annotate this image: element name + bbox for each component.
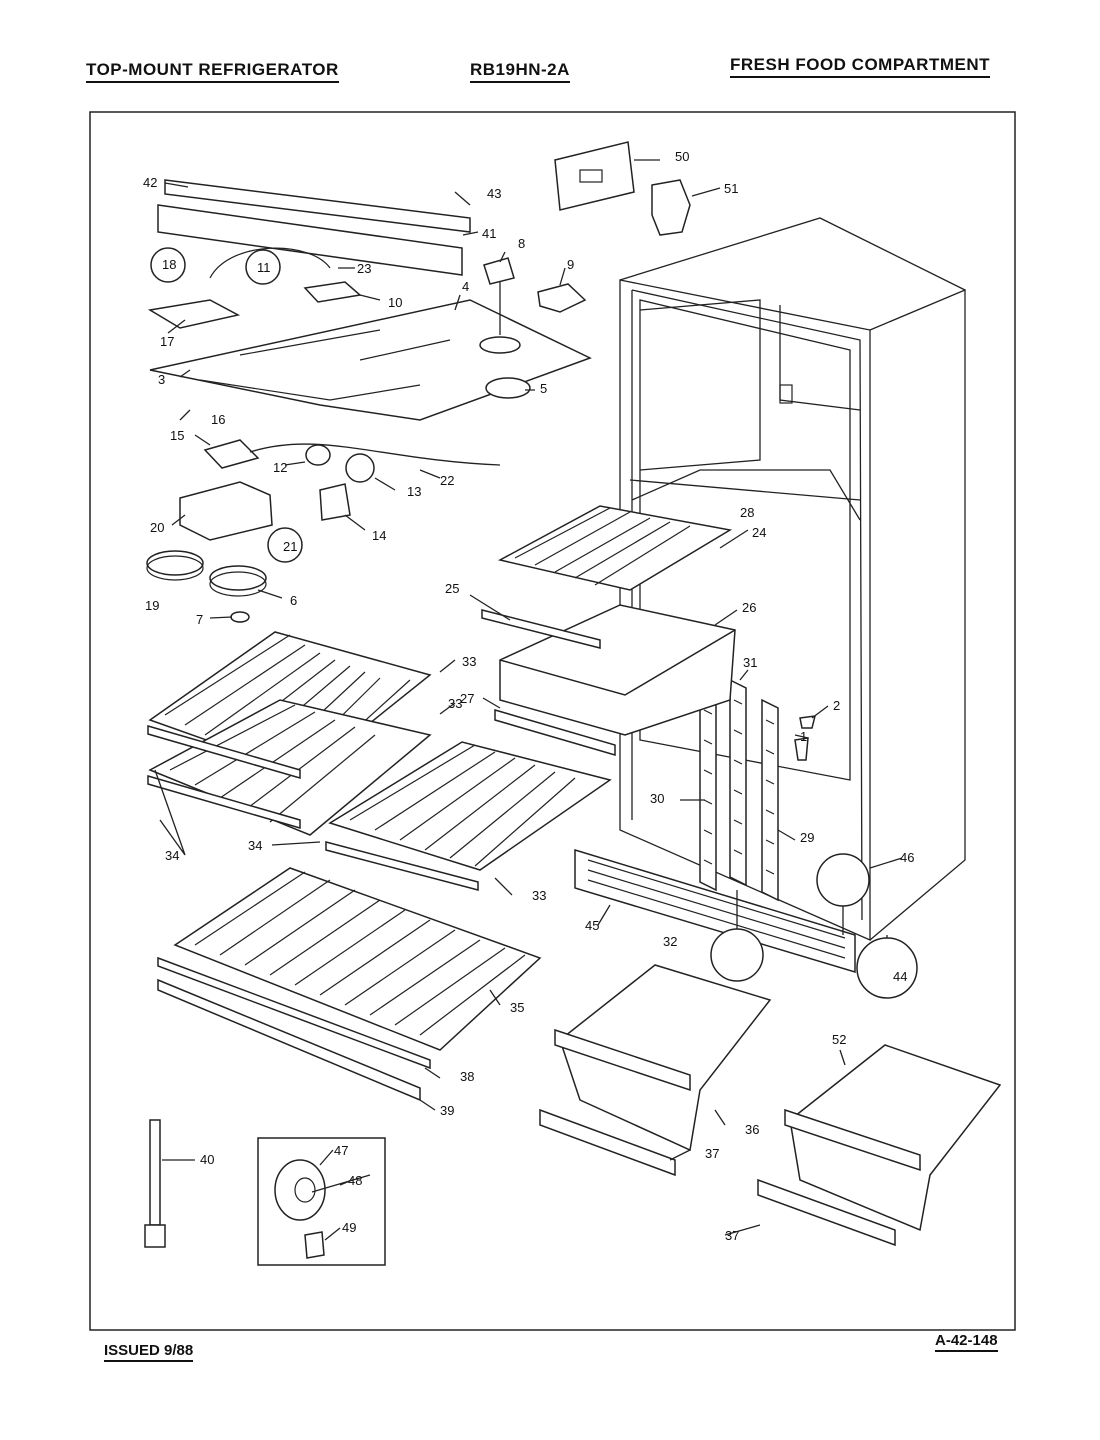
callout: 33 bbox=[462, 654, 476, 669]
model-number: RB19HN-2A bbox=[470, 60, 570, 83]
part-50-bracket bbox=[554, 141, 635, 211]
part-44-leveler-detail bbox=[856, 937, 918, 999]
part-10-plate bbox=[303, 281, 362, 303]
upper-left-shelves bbox=[147, 631, 432, 836]
callout: 4 bbox=[462, 279, 469, 294]
callout: 49 bbox=[342, 1220, 356, 1235]
callout: 18 bbox=[162, 257, 176, 272]
part-6-knob bbox=[209, 565, 267, 591]
part-19-cover bbox=[146, 550, 204, 576]
part-13-bulb bbox=[345, 453, 375, 483]
part-41-channel bbox=[157, 204, 463, 276]
callout: 42 bbox=[143, 175, 157, 190]
callout: 52 bbox=[832, 1032, 846, 1047]
diagram-title-right: FRESH FOOD COMPARTMENT bbox=[730, 55, 991, 78]
cabinet bbox=[619, 217, 966, 941]
diagram-code: A-42-148 bbox=[935, 1332, 998, 1352]
callout: 23 bbox=[357, 261, 371, 276]
crisper-drawers bbox=[539, 964, 1002, 1247]
part-20-housing bbox=[179, 481, 273, 541]
part-2-screw bbox=[799, 715, 816, 729]
part-18-screw-detail bbox=[150, 247, 186, 283]
shelf-rails bbox=[699, 678, 779, 902]
callout: 40 bbox=[200, 1152, 214, 1167]
part-14-switch bbox=[319, 483, 351, 521]
part-9-damper bbox=[537, 283, 587, 313]
callout: 28 bbox=[740, 505, 754, 520]
callout: 34 bbox=[248, 838, 262, 853]
callout: 48 bbox=[348, 1173, 362, 1188]
callout: 14 bbox=[372, 528, 386, 543]
part-12-socket bbox=[305, 444, 331, 466]
issue-date: ISSUED 9/88 bbox=[104, 1342, 194, 1362]
callout: 3 bbox=[158, 372, 165, 387]
callout: 17 bbox=[160, 334, 174, 349]
part-5-knob bbox=[485, 377, 531, 399]
callout: 11 bbox=[257, 260, 271, 275]
callout: 20 bbox=[150, 520, 164, 535]
callout: 31 bbox=[743, 655, 757, 670]
callout: 25 bbox=[445, 581, 459, 596]
callout: 5 bbox=[540, 381, 547, 396]
part-11-screw-detail bbox=[245, 249, 281, 285]
callout: 24 bbox=[752, 525, 766, 540]
callout: 37 bbox=[725, 1228, 739, 1243]
part-1-screw bbox=[794, 737, 809, 761]
callout: 32 bbox=[663, 934, 677, 949]
callout: 27 bbox=[460, 691, 474, 706]
meat-keeper bbox=[481, 505, 736, 756]
callout: 9 bbox=[567, 257, 574, 272]
part-8-knob bbox=[483, 257, 515, 285]
callout: 45 bbox=[585, 918, 599, 933]
part-35-glass-shelf bbox=[157, 867, 542, 1102]
callout: 19 bbox=[145, 598, 159, 613]
callout: 44 bbox=[893, 969, 907, 984]
callout: 33 bbox=[532, 888, 546, 903]
callout: 7 bbox=[196, 612, 203, 627]
callout: 46 bbox=[900, 850, 914, 865]
callout: 21 bbox=[283, 539, 297, 554]
callout: 39 bbox=[440, 1103, 454, 1118]
callout: 47 bbox=[334, 1143, 348, 1158]
diagram-frame bbox=[89, 111, 1016, 1331]
part-17-plate bbox=[147, 299, 241, 329]
callout: 29 bbox=[800, 830, 814, 845]
callout: 8 bbox=[518, 236, 525, 251]
middle-shelf bbox=[325, 741, 612, 891]
diagram-title-left: TOP-MOUNT REFRIGERATOR bbox=[86, 60, 339, 83]
callout: 50 bbox=[675, 149, 689, 164]
callout: 22 bbox=[440, 473, 454, 488]
callout: 26 bbox=[742, 600, 756, 615]
callout: 15 bbox=[170, 428, 184, 443]
part-7-clip bbox=[230, 611, 250, 623]
callout: 35 bbox=[510, 1000, 524, 1015]
callout-labels: 1 2 3 4 5 6 7 8 9 10 11 12 13 14 15 16 1… bbox=[143, 149, 914, 1243]
part-51-clip bbox=[651, 179, 691, 236]
callout: 10 bbox=[388, 295, 402, 310]
callout: 51 bbox=[724, 181, 738, 196]
part-32-detail bbox=[710, 928, 764, 982]
callout: 16 bbox=[211, 412, 225, 427]
callout: 38 bbox=[460, 1069, 474, 1084]
leader-lines bbox=[154, 159, 903, 1241]
callout: 36 bbox=[745, 1122, 759, 1137]
part-46-detail bbox=[816, 853, 870, 907]
callout: 12 bbox=[273, 460, 287, 475]
part-40-tube bbox=[149, 1119, 161, 1226]
callout: 2 bbox=[833, 698, 840, 713]
part-15-thermostat bbox=[203, 439, 260, 469]
part-45-grille bbox=[574, 848, 856, 974]
callout: 30 bbox=[650, 791, 664, 806]
part-42-shield bbox=[164, 179, 471, 233]
callout: 13 bbox=[407, 484, 421, 499]
part-21-screw-detail bbox=[267, 527, 303, 563]
callout: 34 bbox=[165, 848, 179, 863]
callout: 6 bbox=[290, 593, 297, 608]
callout: 41 bbox=[482, 226, 496, 241]
callout: 43 bbox=[487, 186, 501, 201]
callout: 37 bbox=[705, 1146, 719, 1161]
